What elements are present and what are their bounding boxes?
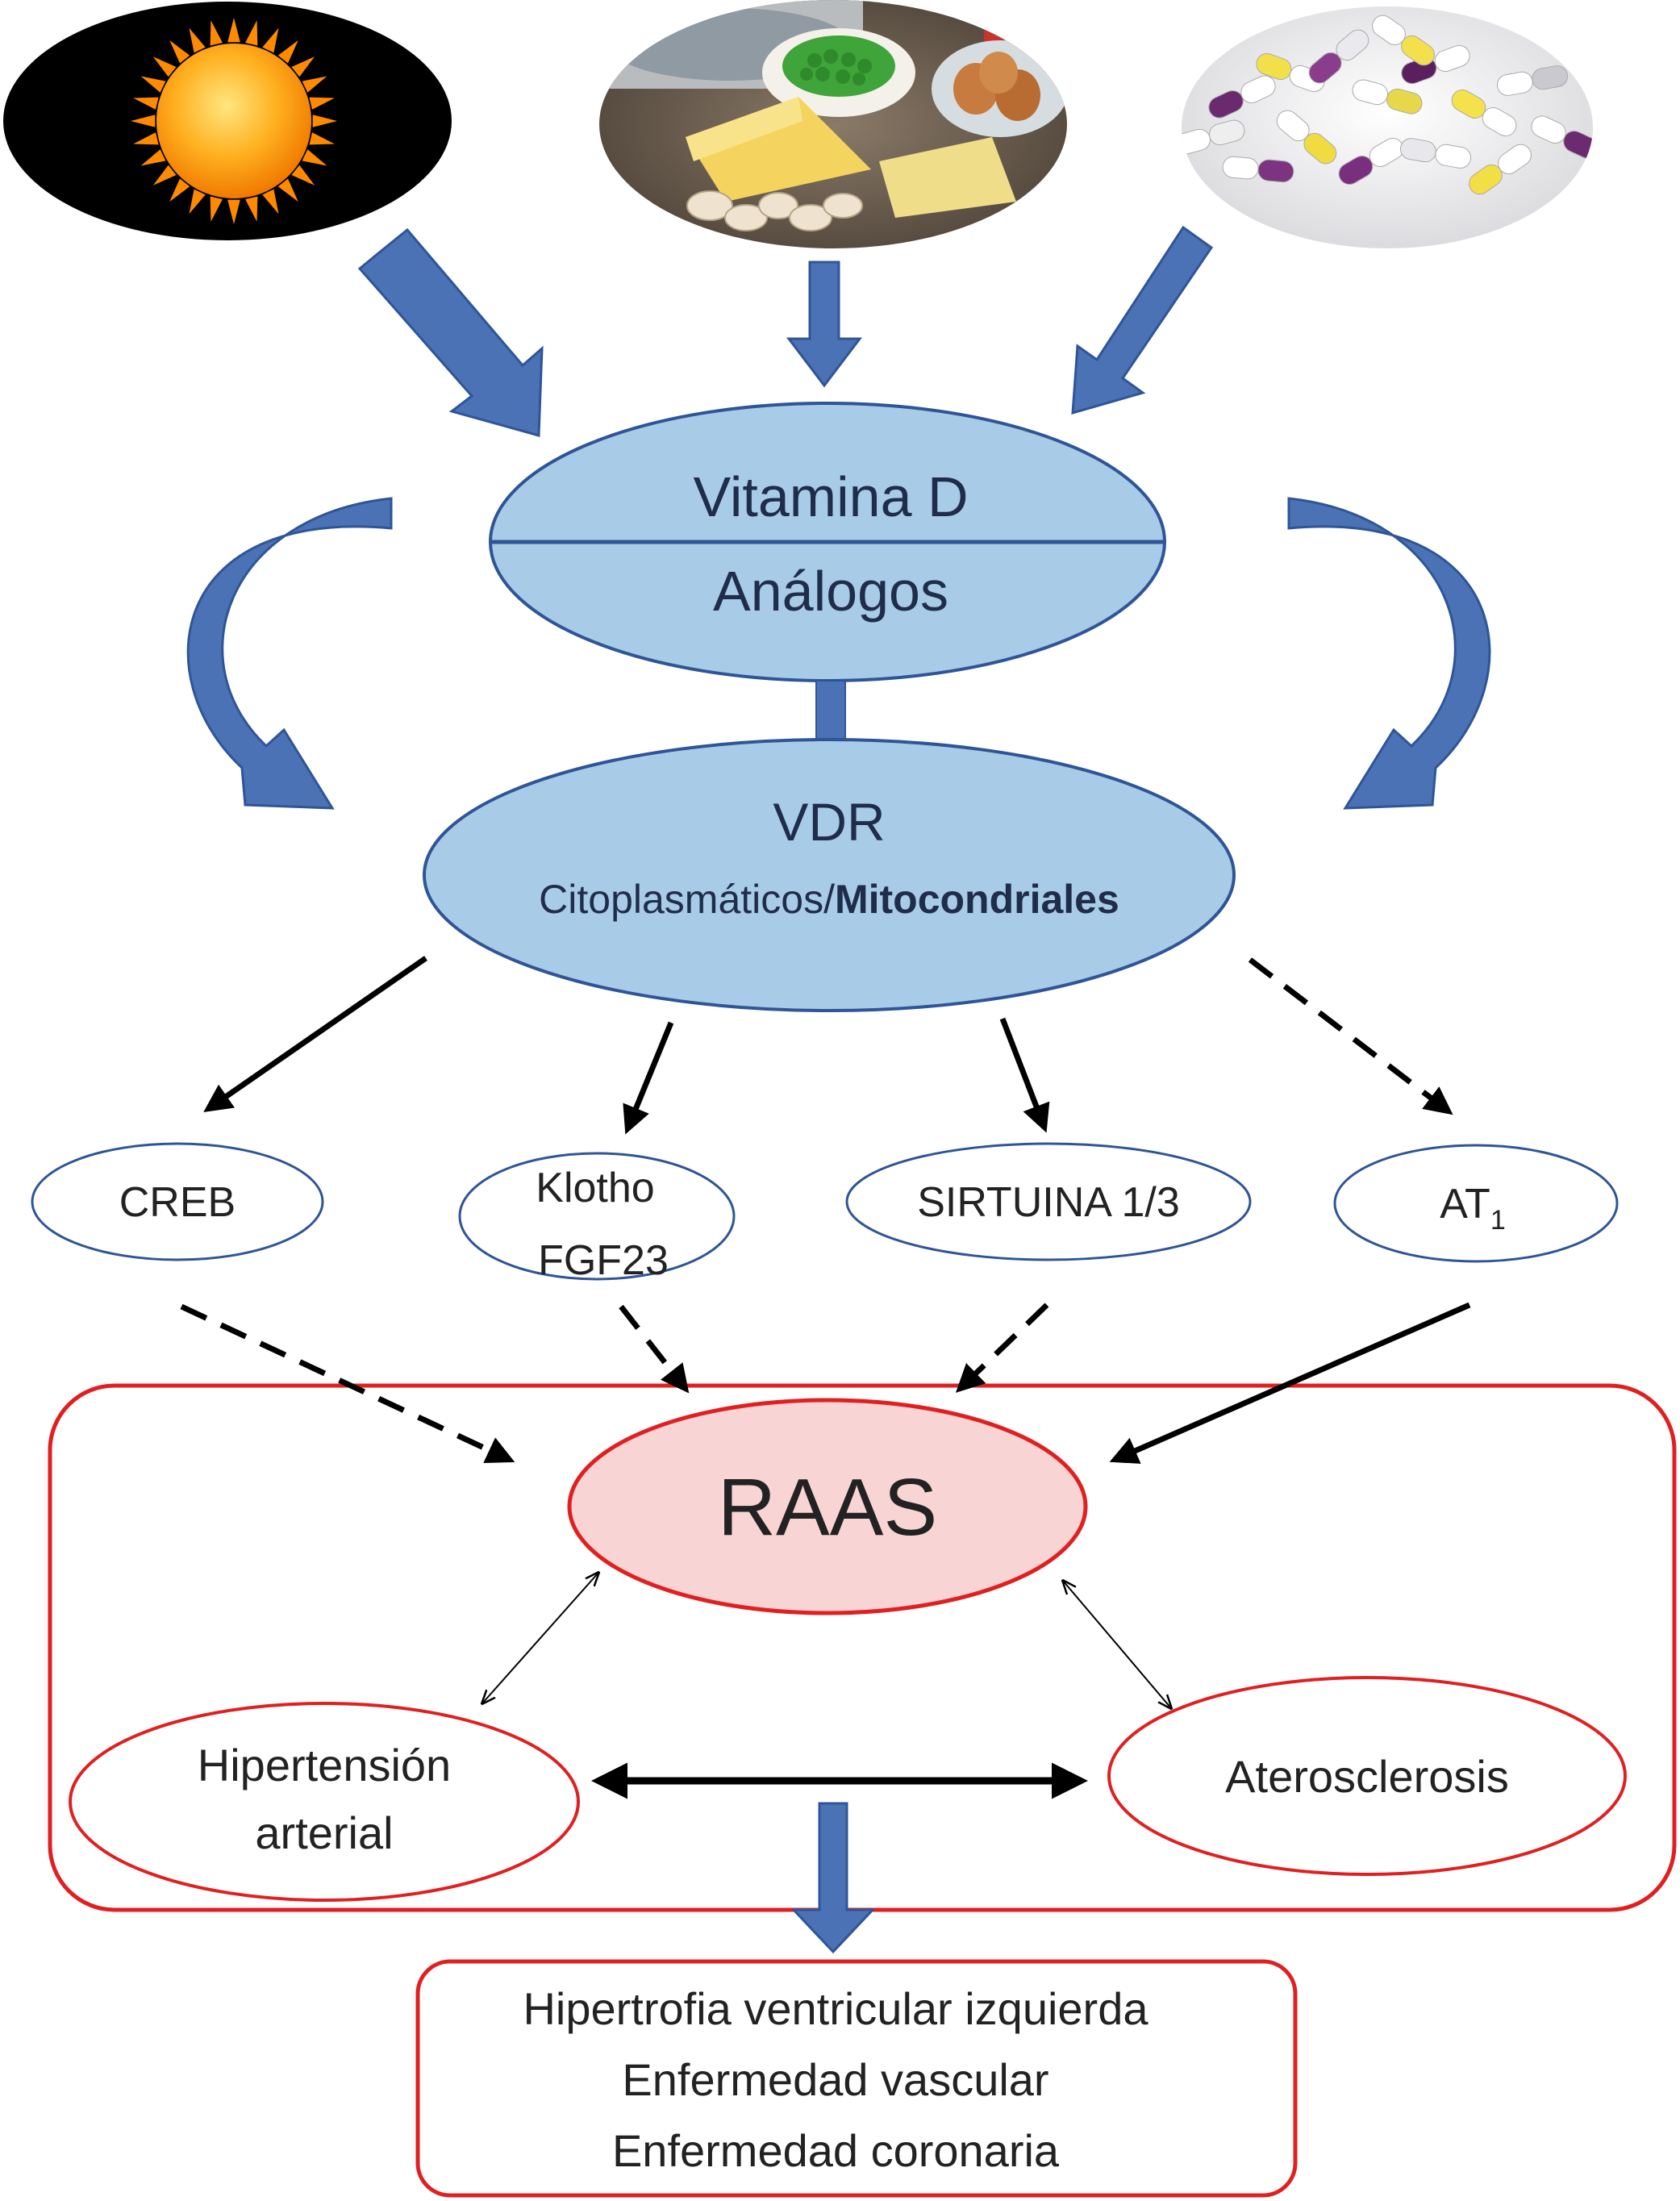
food-icon	[599, 0, 1067, 248]
sun-ray	[309, 132, 335, 145]
vdr-node: VDR Citoplasmáticos/Mitocondriales	[423, 738, 1236, 1012]
pill	[1308, 29, 1369, 84]
creb-label: CREB	[119, 1179, 236, 1226]
sun-ray	[210, 20, 223, 46]
sun-image	[3, 2, 452, 240]
arrow-creb-to-raas	[180, 1303, 515, 1464]
raas-label: RAAS	[718, 1462, 937, 1553]
vitamin-d-label: Vitamina D	[693, 465, 968, 528]
sun-ray	[169, 40, 190, 64]
sun-ray	[189, 27, 206, 53]
curved-arrow-left	[186, 497, 393, 810]
arrow-food-to-vitamin	[786, 261, 863, 388]
outcomes-box: Hipertrofia ventricular izquierda Enferm…	[415, 1959, 1298, 2198]
vitamin-d-node: Vitamina D Análogos	[489, 402, 1166, 682]
pill	[1399, 138, 1472, 169]
sun-ray	[262, 189, 279, 215]
aterosclerosis-node: Aterosclerosis	[1107, 1676, 1627, 1876]
sun-ray	[302, 76, 327, 93]
analogos-label: Análogos	[713, 560, 948, 623]
arrow-raas-hipertension	[482, 1573, 598, 1703]
arrow-sun-to-vitamin	[357, 227, 544, 437]
pill	[1451, 90, 1517, 136]
arrow-vdr-to-klotho	[623, 1021, 674, 1135]
sun-ray	[140, 76, 166, 93]
sun-ray	[302, 149, 327, 166]
pill	[1469, 144, 1532, 195]
at1-label: AT1	[1440, 1181, 1506, 1236]
sun-ray	[245, 196, 258, 222]
sun-ray	[133, 132, 159, 145]
hipertension-label: Hipertensión	[198, 1740, 451, 1790]
pill	[1276, 110, 1337, 165]
arrow-raas-aterosclerosis	[1063, 1581, 1171, 1708]
sun-ray	[189, 189, 206, 215]
pill	[1222, 156, 1294, 183]
arrow-klotho-to-raas	[619, 1304, 690, 1394]
sun-ray	[277, 40, 298, 64]
sun-ray	[227, 18, 240, 43]
klotho-label: Klotho	[536, 1165, 654, 1211]
pills-image	[1182, 6, 1593, 248]
vdr-subtitle-regular: Citoplasmáticos/	[539, 877, 835, 922]
arterial-label: arterial	[255, 1807, 393, 1858]
sun-ray	[262, 27, 279, 53]
outcome-hipertrofia: Hipertrofia ventricular izquierda	[523, 1983, 1148, 2034]
sun-ray	[140, 149, 166, 166]
arrow-vdr-to-at1	[1248, 957, 1453, 1115]
sun-ray	[309, 97, 335, 110]
pill	[1352, 79, 1423, 115]
sun-ray	[133, 97, 159, 110]
vdr-subtitle-bold: Mitocondriales	[835, 877, 1119, 922]
fgf23-label: FGF23	[538, 1237, 669, 1284]
arrow-sirtuina-to-raas	[955, 1303, 1049, 1393]
sun-ray	[210, 196, 223, 222]
sun-ray	[291, 56, 315, 77]
sun-ray	[169, 178, 190, 202]
pill	[1208, 75, 1276, 119]
arrow-vdr-to-creb	[203, 956, 427, 1112]
pills-icon	[1182, 6, 1593, 248]
food-image	[599, 0, 1067, 248]
arrow-to-outcomes	[790, 1802, 876, 1954]
sirtuina-label: SIRTUINA 1/3	[917, 1179, 1180, 1226]
arrow-pills-to-vitamin	[1071, 225, 1214, 415]
sun-ray	[152, 56, 177, 77]
aterosclerosis-label: Aterosclerosis	[1225, 1751, 1509, 1802]
sun-ray	[152, 165, 177, 186]
outcome-enfermedad-coronaria: Enfermedad coronaria	[612, 2125, 1060, 2176]
pill	[1496, 65, 1569, 96]
at1-subscript: 1	[1490, 1205, 1506, 1236]
sun-ray	[312, 115, 337, 127]
raas-node: RAAS	[567, 1398, 1088, 1615]
sun-icon	[131, 18, 337, 224]
arrow-at1-to-raas	[1109, 1302, 1471, 1464]
vdr-subtitle: Citoplasmáticos/Mitocondriales	[539, 877, 1119, 922]
pill	[1531, 115, 1593, 159]
at1-node: AT1	[1333, 1144, 1619, 1263]
sun-ray	[227, 199, 240, 224]
sun-ray	[277, 178, 298, 202]
pill	[1401, 44, 1470, 85]
outcome-enfermedad-vascular: Enfermedad vascular	[622, 2054, 1048, 2105]
pill	[1372, 15, 1435, 66]
arrow-vdr-to-sirtuina	[999, 1017, 1050, 1133]
hipertension-node: Hipertensión arterial	[69, 1702, 580, 1902]
creb-node: CREB	[31, 1142, 324, 1261]
sun-ray	[131, 115, 156, 127]
sun-ray	[245, 20, 258, 46]
sirtuina-node: SIRTUINA 1/3	[845, 1142, 1252, 1261]
sun-ray	[291, 165, 315, 186]
at1-main: AT	[1440, 1181, 1490, 1228]
curved-arrow-right	[1287, 497, 1491, 810]
vdr-label: VDR	[773, 792, 885, 852]
klotho-fgf23-node: Klotho FGF23	[458, 1152, 736, 1284]
